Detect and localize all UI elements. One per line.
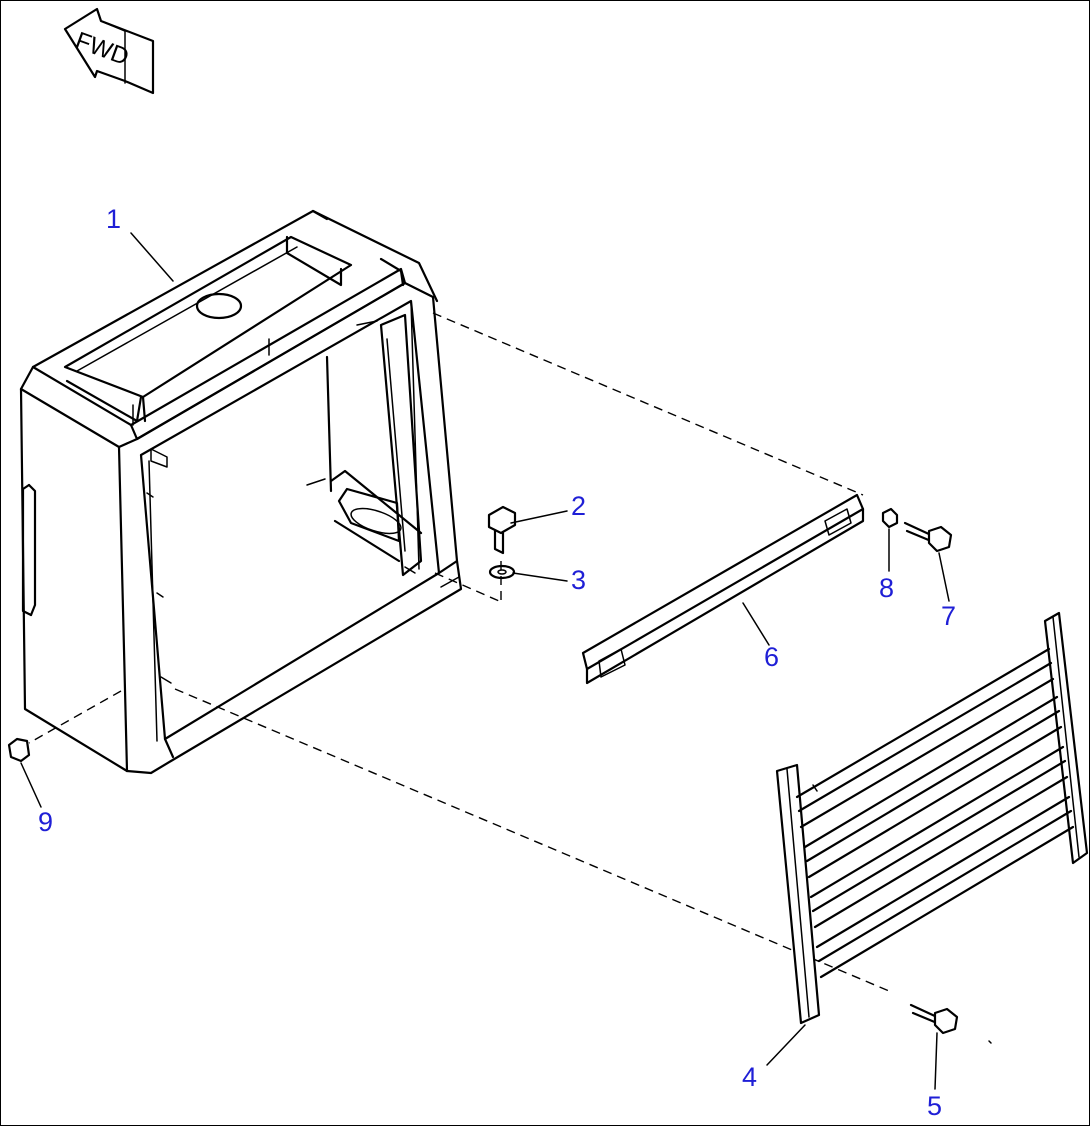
assembly-line-bolt (434, 572, 500, 602)
forward-arrow-icon (63, 7, 155, 95)
callout-1: 1 (106, 204, 122, 234)
callout-4: 4 (742, 1062, 758, 1092)
nut-9 (7, 737, 31, 763)
bolt-7 (903, 521, 953, 553)
nut-8 (881, 507, 899, 529)
callout-2: 2 (571, 491, 587, 521)
callout-9: 9 (38, 807, 54, 837)
speck (988, 1040, 992, 1044)
callout-8: 8 (879, 573, 895, 603)
leader-lines (20, 232, 950, 1090)
bolt-2 (487, 505, 517, 555)
assembly-line-top (432, 312, 864, 496)
grille-4 (775, 611, 1089, 1025)
assembly-line-left (28, 690, 122, 744)
washer-3 (488, 564, 516, 580)
bolt-5 (909, 1003, 959, 1035)
radiator-guard-frame (19, 209, 463, 775)
callout-3: 3 (571, 565, 587, 595)
callout-7: 7 (941, 601, 957, 631)
callout-6: 6 (764, 642, 780, 672)
callout-5: 5 (927, 1091, 943, 1121)
assembly-line-bottom (174, 688, 890, 992)
support-bar-6 (581, 493, 865, 685)
